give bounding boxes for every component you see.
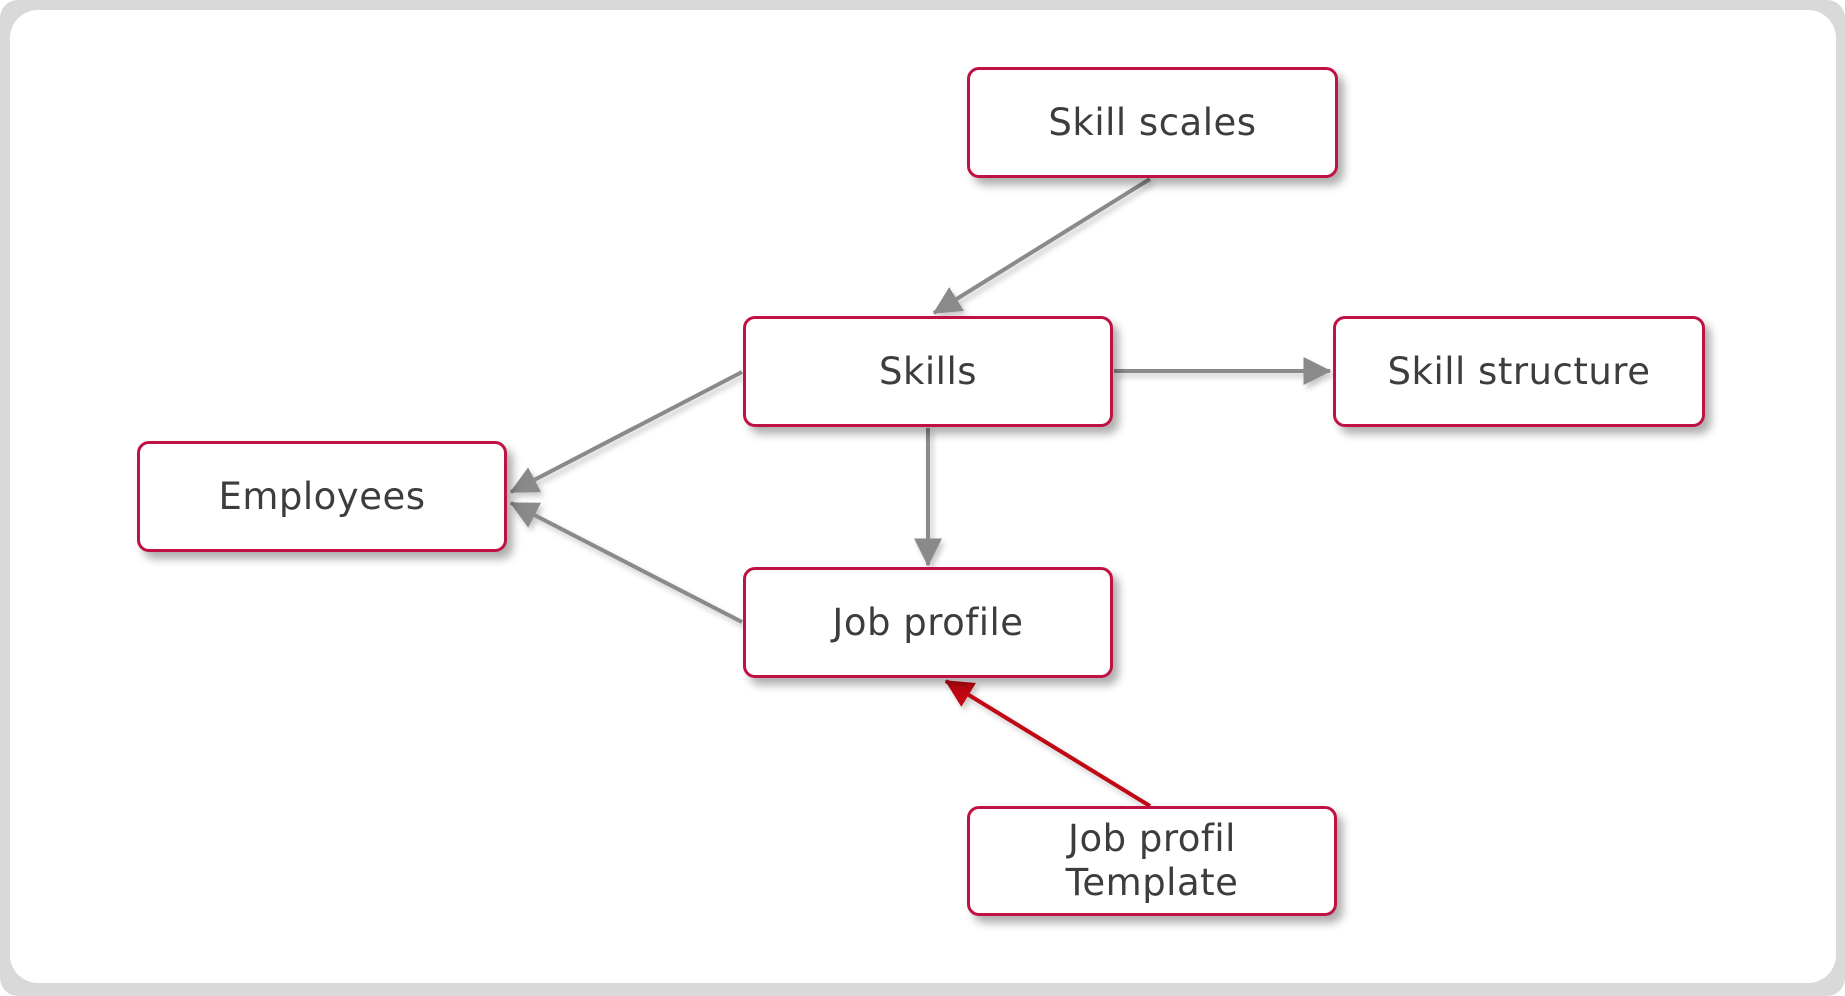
node-label-job-profile: Job profile bbox=[832, 600, 1024, 644]
node-label-job-profil-template: Job profil Template bbox=[1065, 817, 1239, 904]
edge-skills-to-employees bbox=[509, 370, 743, 494]
node-job-profil-template: Job profil Template bbox=[967, 806, 1337, 916]
node-label-skills: Skills bbox=[878, 349, 978, 393]
node-skill-structure: Skill structure bbox=[1333, 316, 1705, 427]
edge-skill-scales-to-skills bbox=[932, 177, 1152, 315]
edge-job-profile-to-employees bbox=[509, 501, 743, 624]
node-label-employees: Employees bbox=[218, 474, 426, 518]
node-skill-scales: Skill scales bbox=[967, 67, 1338, 178]
edge-job-profil-template-to-job-profile bbox=[944, 679, 1152, 808]
node-label-skill-scales: Skill scales bbox=[1048, 100, 1257, 144]
node-skills: Skills bbox=[743, 316, 1113, 427]
node-label-skill-structure: Skill structure bbox=[1387, 349, 1651, 393]
node-job-profile: Job profile bbox=[743, 567, 1113, 678]
node-employees: Employees bbox=[137, 441, 507, 552]
